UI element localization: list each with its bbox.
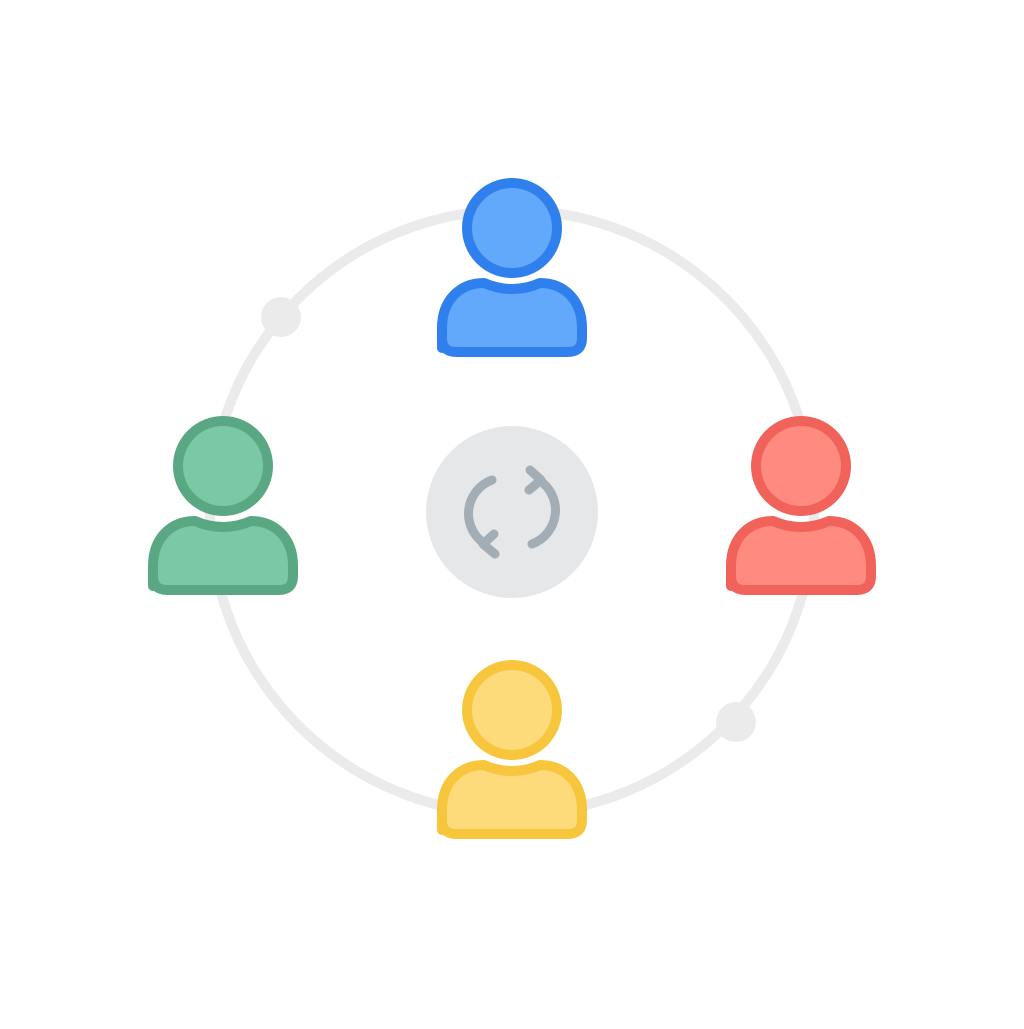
person-head (173, 416, 273, 516)
ring-node-dot (716, 702, 756, 742)
person-body (437, 278, 587, 357)
center-hub-background (426, 426, 598, 598)
person-head (462, 660, 562, 760)
sync-arrowhead-lower (478, 529, 500, 559)
person-right-icon (726, 416, 876, 595)
sync-arrowhead-upper (524, 465, 546, 495)
sync-arrow-upper (527, 475, 560, 549)
sync-arrow-lower (464, 475, 497, 549)
center-hub (426, 426, 598, 598)
ring-node-dot (261, 297, 301, 337)
person-head (462, 178, 562, 278)
person-head (751, 416, 851, 516)
people-layer (148, 178, 876, 839)
person-top-icon (437, 178, 587, 357)
sync-icon (464, 465, 560, 559)
person-left-icon (148, 416, 298, 595)
person-body (437, 760, 587, 839)
person-body (148, 516, 298, 595)
person-body (726, 516, 876, 595)
person-bottom-icon (437, 660, 587, 839)
